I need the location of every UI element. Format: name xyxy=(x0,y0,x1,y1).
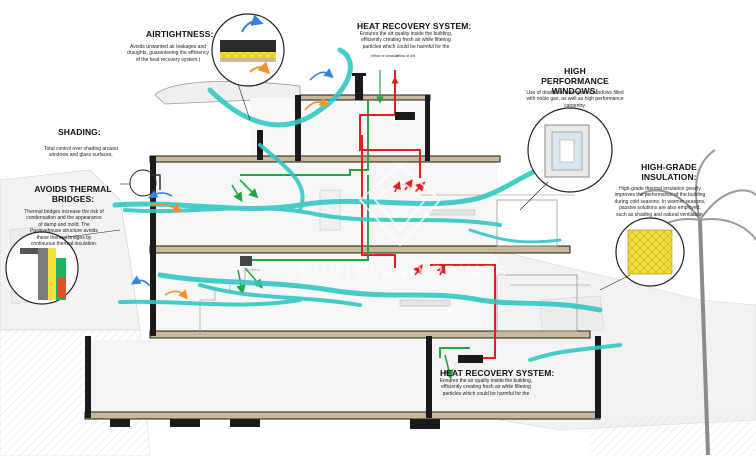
red-exhaust-duct xyxy=(359,70,496,359)
heat-recovery-unit-bottom xyxy=(458,355,483,363)
high-grade-insulation-title: HIGH-GRADE INSULATION: xyxy=(641,162,697,182)
temperature-arrows xyxy=(130,68,334,300)
thermal-bridges-title: AVOIDS THERMAL BRIDGES: xyxy=(34,184,112,204)
heat-recovery-unit-top xyxy=(395,112,415,120)
thermal-bridges-detail-circle xyxy=(5,231,79,305)
high-grade-insulation-text: High-grade thermal insulation greatly im… xyxy=(614,186,706,218)
airtightness-title: AIRTIGHTNESS: xyxy=(146,29,214,39)
airflow-streams xyxy=(112,47,622,362)
outflow-dirt-label: Outflow of dirt xyxy=(393,54,416,58)
thermal-bridges-text: Thermal bridges increase the risk of con… xyxy=(24,209,104,248)
heat-recovery-top-text: Ensures the air quality inside the build… xyxy=(359,31,453,50)
shading-text: Total control over shading around window… xyxy=(44,146,118,159)
connector-lines xyxy=(59,83,631,291)
high-performance-windows-title: HIGH PERFORMANCE WINDOWS: xyxy=(541,66,609,96)
heat-recovery-top-title: HEAT RECOVERY SYSTEM: xyxy=(357,21,472,31)
watermark-text: PORTELANO PRIMES xyxy=(300,262,509,281)
shading-detail-circle xyxy=(129,169,161,197)
high-performance-windows-text: Use of double or triple glazed windows f… xyxy=(526,90,624,109)
heat-recovery-bottom-title: HEAT RECOVERY SYSTEM: xyxy=(440,368,555,378)
duct-box xyxy=(240,256,252,266)
shading-title: SHADING: xyxy=(58,127,101,137)
insulation-detail-circle xyxy=(615,217,685,287)
inflow-clean-air-label: Inflow of clean air xyxy=(371,54,399,58)
airtightness-text: Avoids unwanted air leakages and draught… xyxy=(127,44,209,63)
watermark-logo xyxy=(358,163,442,247)
heat-recovery-bottom-text: Ensures the air quality inside the build… xyxy=(439,378,533,397)
airtightness-detail-circle xyxy=(211,13,285,87)
windows-detail-circle xyxy=(527,107,613,193)
